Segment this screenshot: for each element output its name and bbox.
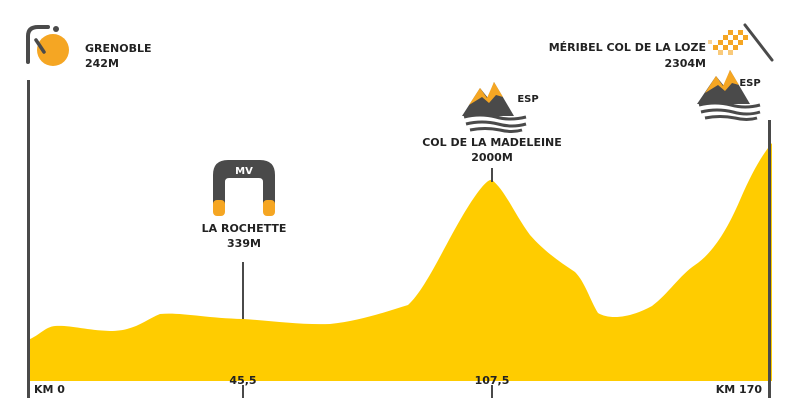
mountain-icon — [462, 82, 527, 133]
finish-mountain-icon — [697, 70, 761, 121]
finish-badge: ESP — [739, 78, 760, 89]
climb-badge: ESP — [517, 94, 538, 105]
waypoint-elevation: 339M — [227, 237, 261, 250]
elevation-profile-area — [28, 143, 772, 380]
axis-label-45: 45,5 — [229, 374, 256, 387]
axis-label-107: 107,5 — [475, 374, 510, 387]
finish-name: MÉRIBEL COL DE LA LOZE — [549, 41, 706, 54]
cyclist-logo-icon — [26, 25, 69, 66]
axis-label-km0: KM 0 — [34, 383, 65, 396]
arch-icon — [213, 160, 275, 216]
finish-elevation: 2304M — [664, 57, 706, 70]
checkered-flag-icon — [708, 23, 774, 62]
axis-label-km170: KM 170 — [716, 383, 763, 396]
climb-name: COL DE LA MADELEINE — [422, 136, 562, 149]
start-name: GRENOBLE — [85, 42, 151, 55]
waypoint-name: LA ROCHETTE — [202, 222, 287, 235]
start-elevation: 242M — [85, 57, 119, 70]
waypoint-badge: MV — [235, 166, 253, 177]
climb-elevation: 2000M — [471, 151, 513, 164]
